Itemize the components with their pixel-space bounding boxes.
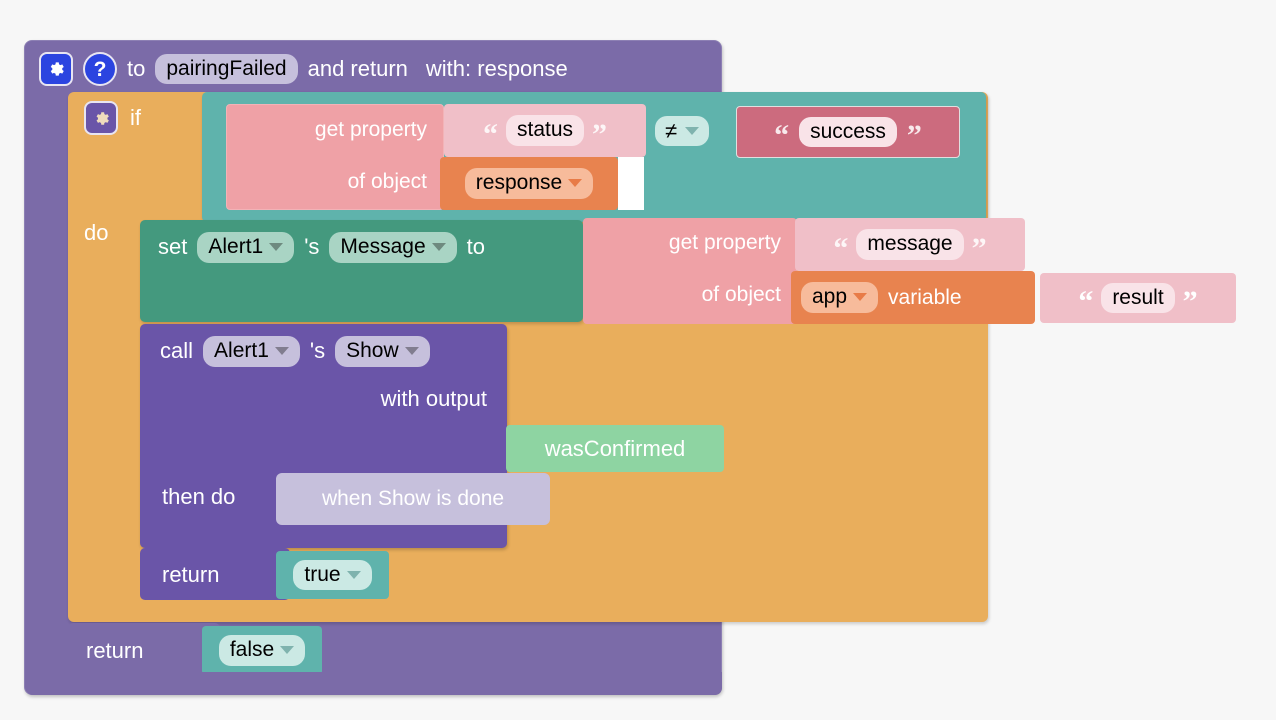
help-icon[interactable]: ? bbox=[83, 52, 117, 86]
property-dropdown-message[interactable]: Message bbox=[329, 232, 457, 263]
chevron-down-icon bbox=[431, 243, 446, 252]
with-output-label: with output bbox=[380, 386, 487, 411]
operator-dropdown[interactable]: ≠ bbox=[655, 116, 710, 146]
if-label: if bbox=[130, 105, 141, 130]
variable-block-response[interactable]: response bbox=[440, 157, 618, 210]
text-block-result[interactable]: “ result ” bbox=[1040, 273, 1236, 323]
socket-gap bbox=[618, 157, 644, 210]
gear-icon[interactable] bbox=[39, 52, 73, 86]
logic-value-true: true bbox=[304, 562, 341, 586]
call-row: call Alert1 's Show bbox=[160, 336, 430, 367]
chevron-down-icon bbox=[568, 179, 583, 188]
possessive-label: 's bbox=[304, 234, 320, 260]
text-block-success[interactable]: “ success ” bbox=[736, 106, 960, 158]
return-block-false[interactable]: return bbox=[68, 623, 220, 677]
get-property-label: get property bbox=[668, 231, 781, 254]
then-do-label: then do bbox=[162, 484, 236, 509]
component-dropdown-alert1[interactable]: Alert1 bbox=[197, 232, 295, 263]
close-quote-icon: ” bbox=[906, 119, 922, 152]
close-quote-icon: ” bbox=[1182, 285, 1198, 318]
chevron-down-icon bbox=[346, 570, 361, 579]
possessive-label: 's bbox=[309, 338, 326, 364]
text-value-result[interactable]: result bbox=[1101, 282, 1175, 314]
do-label: do bbox=[84, 220, 109, 245]
text-block-status[interactable]: “ status ” bbox=[444, 104, 646, 157]
chevron-down-icon bbox=[274, 347, 289, 356]
return-block-true[interactable]: return bbox=[140, 548, 290, 600]
get-property-label: get property bbox=[314, 118, 427, 141]
procedure-to-label: to bbox=[127, 56, 146, 81]
of-object-label: of object bbox=[347, 170, 427, 193]
text-value-status[interactable]: status bbox=[505, 115, 585, 146]
set-row: set Alert1 's Message to bbox=[158, 232, 485, 263]
output-variable-name: wasConfirmed bbox=[544, 435, 686, 461]
close-quote-icon: ” bbox=[971, 231, 987, 265]
logic-block-false[interactable]: false bbox=[202, 626, 322, 675]
variable-dropdown-response[interactable]: response bbox=[464, 168, 594, 199]
close-quote-icon: ” bbox=[592, 117, 608, 151]
procedure-header: ? to pairingFailed and return with: resp… bbox=[25, 41, 723, 97]
logic-dropdown-false[interactable]: false bbox=[218, 635, 306, 666]
component-name: Alert1 bbox=[214, 339, 269, 362]
continuation-label: when Show is done bbox=[321, 487, 505, 510]
procedure-params-label: with: response bbox=[425, 56, 568, 81]
return-label: return bbox=[162, 562, 220, 587]
logic-block-true[interactable]: true bbox=[276, 551, 389, 599]
text-block-message[interactable]: “ message ” bbox=[795, 218, 1025, 271]
open-quote-icon: “ bbox=[1078, 285, 1094, 318]
method-dropdown-show[interactable]: Show bbox=[335, 336, 430, 367]
text-value-message[interactable]: message bbox=[856, 229, 964, 260]
app-variable-block[interactable]: app variable bbox=[791, 271, 1035, 324]
gear-icon[interactable] bbox=[84, 101, 118, 135]
chevron-down-icon bbox=[853, 293, 868, 302]
chevron-down-icon bbox=[685, 127, 700, 135]
if-header-row: if bbox=[68, 92, 141, 144]
get-property-block-value[interactable]: get property of object bbox=[583, 218, 797, 324]
open-quote-icon: “ bbox=[774, 119, 790, 152]
to-label: to bbox=[466, 234, 485, 260]
set-label: set bbox=[158, 234, 188, 260]
set-property-block[interactable]: set Alert1 's Message to bbox=[140, 220, 583, 322]
continuation-block-when-show-is-done[interactable]: when Show is done bbox=[276, 473, 550, 525]
scope-name: app bbox=[812, 285, 848, 309]
procedure-return-label: and return bbox=[307, 56, 408, 81]
component-dropdown-alert1[interactable]: Alert1 bbox=[203, 336, 300, 367]
return-label: return bbox=[86, 638, 144, 663]
chevron-down-icon bbox=[280, 646, 295, 655]
logic-value-false: false bbox=[229, 638, 275, 662]
operator-symbol: ≠ bbox=[665, 118, 678, 143]
open-quote-icon: “ bbox=[482, 117, 498, 151]
text-value-success[interactable]: success bbox=[799, 116, 897, 148]
output-variable-wasconfirmed[interactable]: wasConfirmed bbox=[506, 425, 724, 472]
variable-label: variable bbox=[888, 285, 962, 309]
logic-dropdown-true[interactable]: true bbox=[293, 559, 372, 591]
procedure-name-field[interactable]: pairingFailed bbox=[155, 53, 298, 85]
procedure-footer-bar bbox=[26, 672, 722, 695]
open-quote-icon: “ bbox=[833, 231, 849, 265]
chevron-down-icon bbox=[269, 243, 284, 252]
get-property-block-condition[interactable]: get property of object bbox=[226, 104, 444, 210]
property-name: Message bbox=[340, 235, 426, 258]
chevron-down-icon bbox=[404, 347, 419, 356]
help-glyph: ? bbox=[93, 57, 107, 81]
variable-name-response: response bbox=[475, 171, 563, 195]
of-object-label: of object bbox=[701, 283, 781, 306]
component-name: Alert1 bbox=[208, 235, 264, 258]
method-name: Show bbox=[346, 339, 399, 362]
scope-dropdown-app[interactable]: app bbox=[801, 282, 879, 313]
call-label: call bbox=[160, 338, 194, 364]
